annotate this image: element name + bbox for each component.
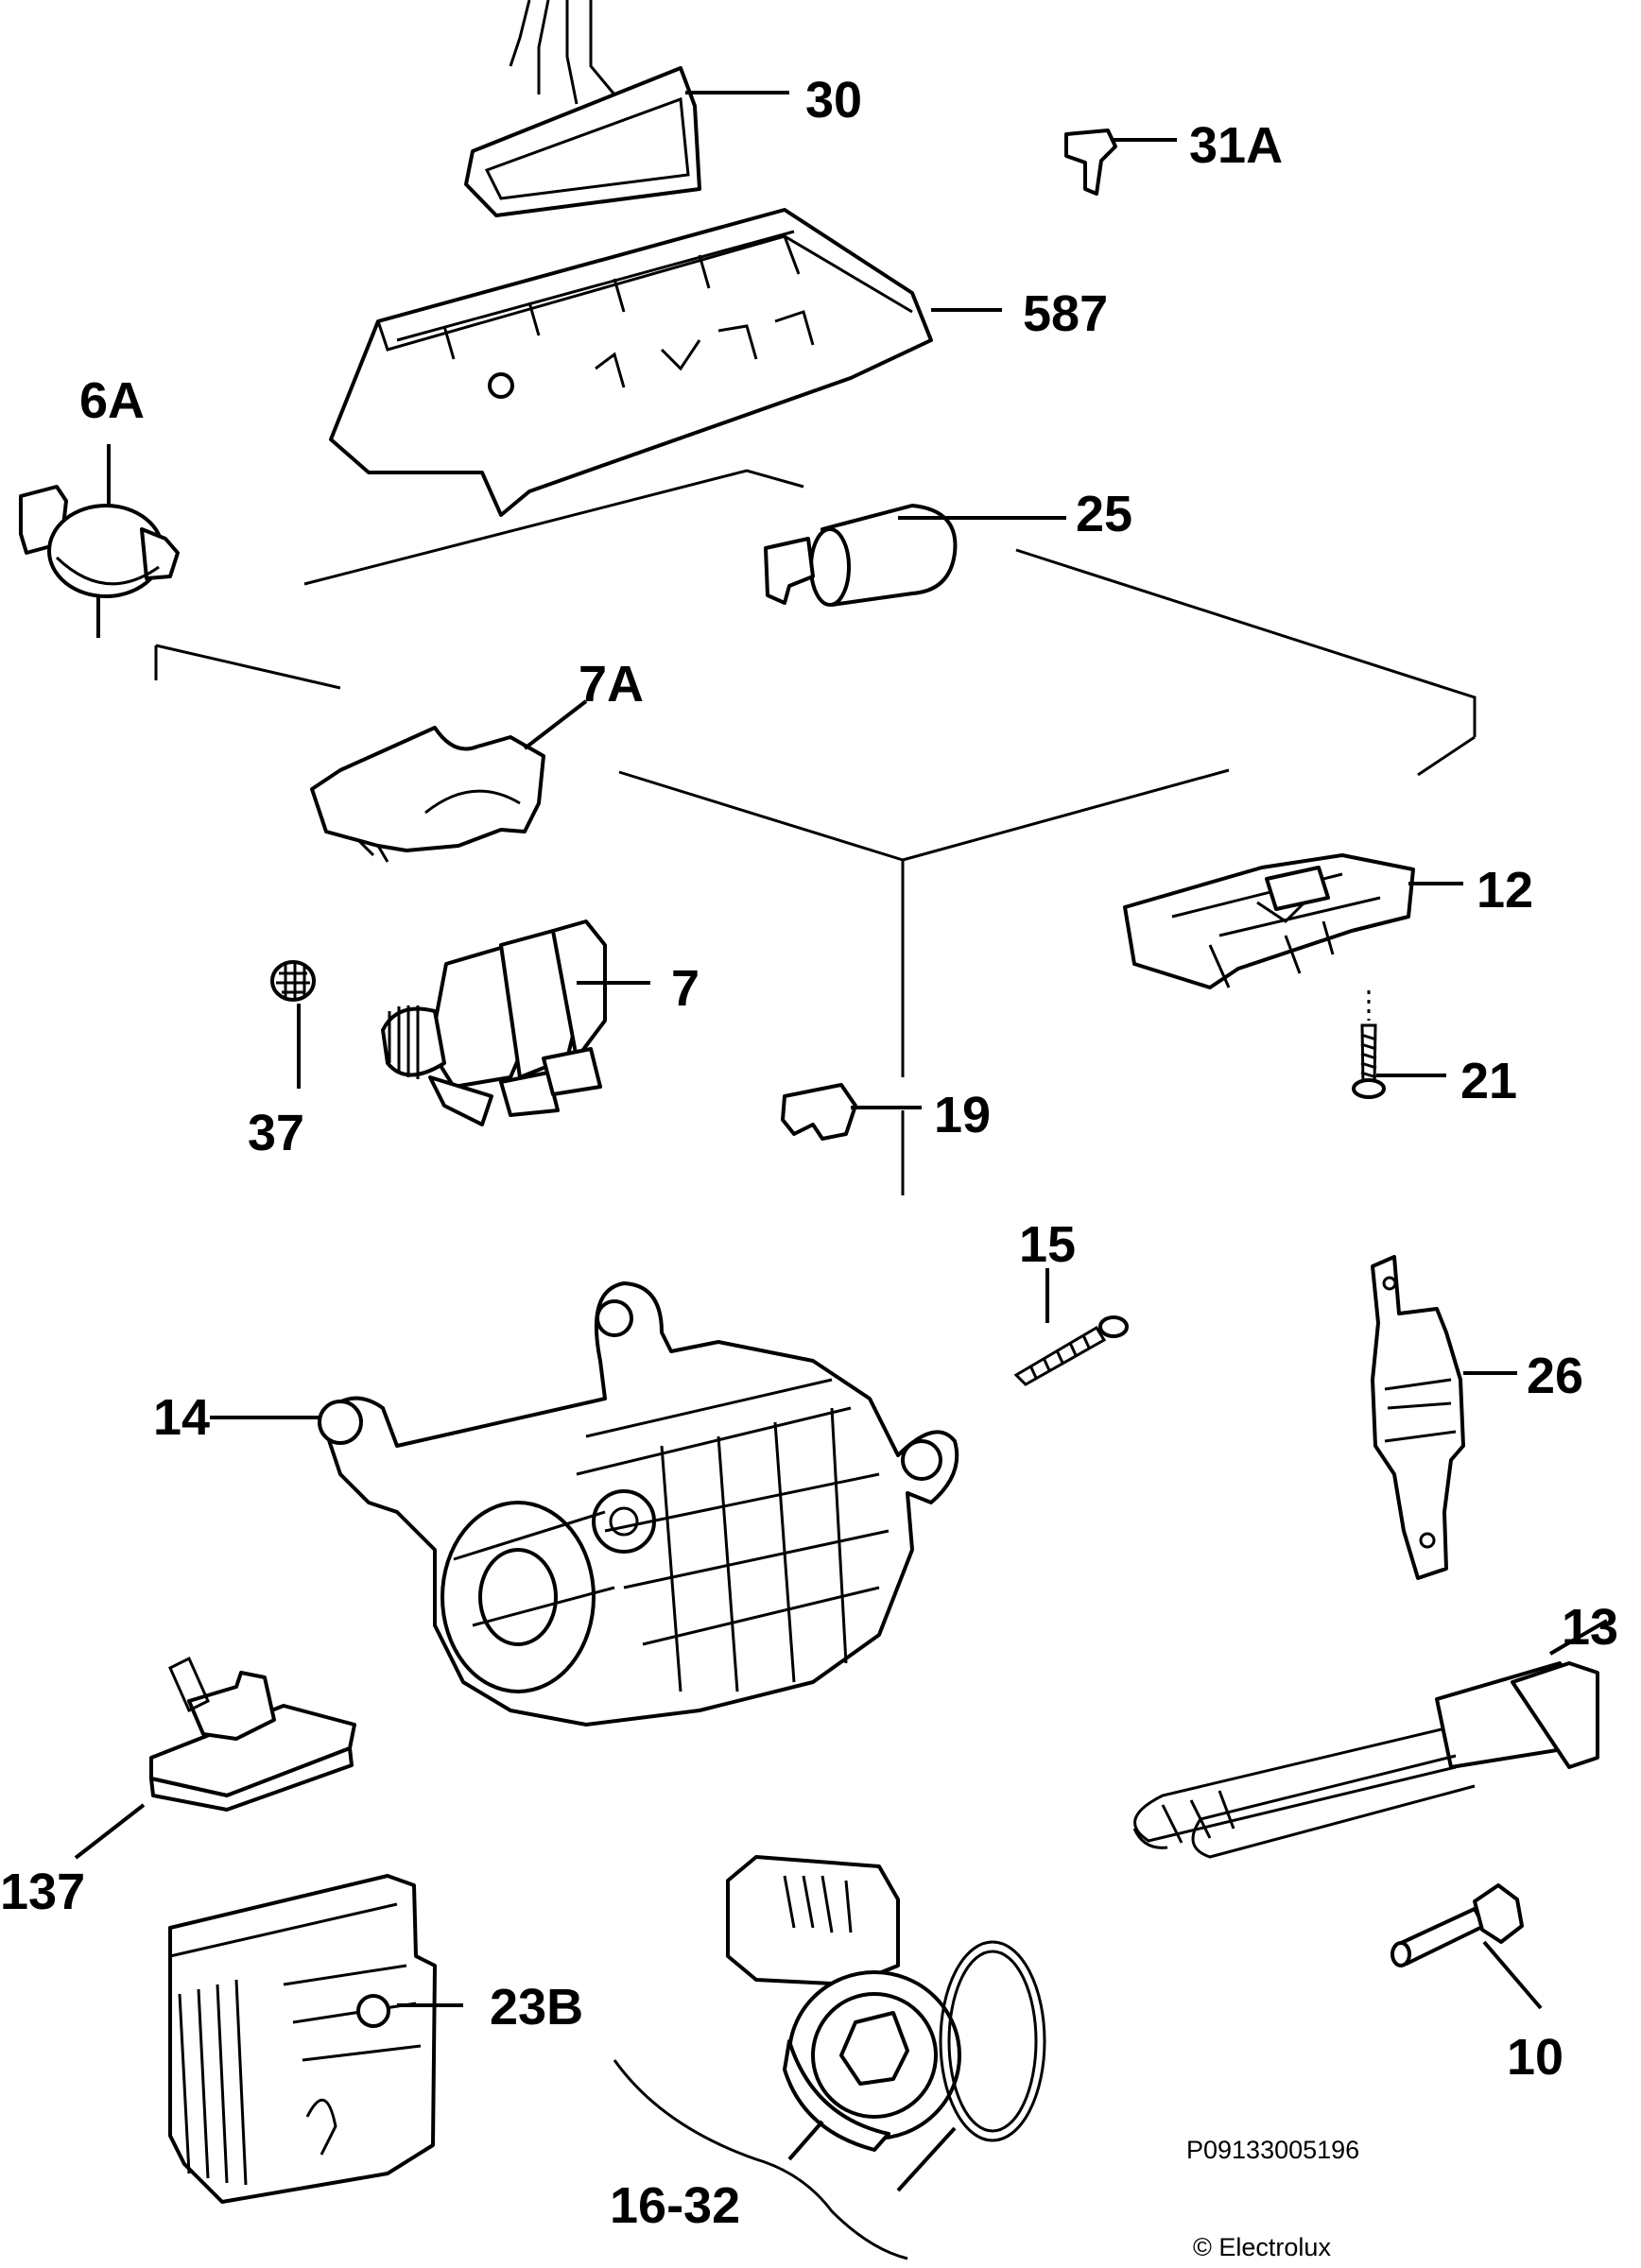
part-13-heater: 13 [1132,1599,1618,1859]
part-25-capacitor: 25 [764,486,1132,607]
diagram-code: P09133005196 [1186,2136,1359,2164]
label-7A: 7A [579,656,644,713]
label-14: 14 [153,1389,210,1446]
part-14-motor: 14 [153,1281,959,1727]
label-21: 21 [1460,1053,1517,1109]
part-31A-clip: 31A [1064,117,1283,196]
part-26-filter-bracket: 26 [1371,1255,1583,1580]
part-19-connector: 19 [781,1083,991,1143]
part-23B-control-module: 23B [168,1874,583,2204]
part-10-ntc-sensor: 10 [1391,1883,1563,2086]
label-31A: 31A [1189,117,1283,174]
label-10: 10 [1507,2029,1563,2086]
label-16-32: 16-32 [610,2177,740,2234]
cabinet-frame [154,469,1477,1195]
part-15-screw: 15 [1013,1216,1129,1386]
label-6A: 6A [79,372,145,429]
copyright-text: © Electrolux [1193,2233,1331,2261]
label-26: 26 [1527,1348,1583,1404]
label-19: 19 [934,1087,991,1143]
label-7: 7 [671,960,700,1017]
part-30-display-board: 30 [464,0,862,217]
part-137-sensor-module: 137 [0,1656,356,1920]
label-37: 37 [248,1105,304,1161]
part-16-32-drain-pump: 16-32 [610,1855,1046,2260]
part-12-door-lock: 12 [1123,853,1533,989]
label-12: 12 [1477,862,1533,919]
part-7-water-valve: 7 [381,919,700,1126]
label-30: 30 [805,72,862,129]
label-13: 13 [1562,1599,1618,1656]
part-6A-pressure-switch: 6A [19,372,180,638]
label-15: 15 [1019,1216,1076,1273]
part-7A-bracket: 7A [310,656,644,863]
part-587-control-frame: 587 [329,208,1108,517]
label-587: 587 [1023,285,1108,342]
label-23B: 23B [490,1979,583,2036]
label-137: 137 [0,1864,85,1920]
label-25: 25 [1076,486,1132,542]
part-21-screw: 21 [1352,990,1517,1109]
part-37-filter-mesh: 37 [248,960,316,1161]
